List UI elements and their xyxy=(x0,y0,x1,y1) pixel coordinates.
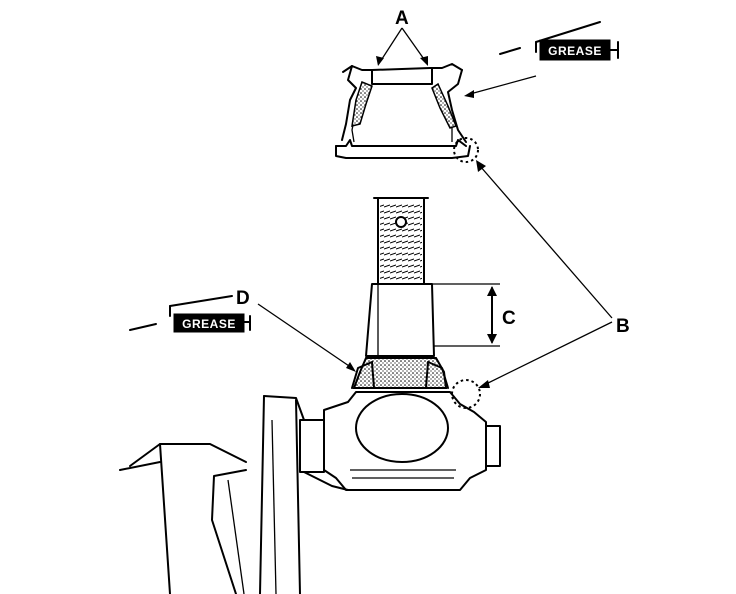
label-d: D xyxy=(236,288,250,309)
dust-boot xyxy=(335,63,471,159)
grease-tag-top: GREASE xyxy=(499,21,619,61)
label-b: B xyxy=(616,316,630,337)
knuckle-arm xyxy=(119,395,349,594)
grease-label-top: GREASE xyxy=(548,44,602,58)
grease-tag-left: GREASE xyxy=(129,295,251,333)
ball-joint-housing xyxy=(299,357,501,491)
grease-label-left: GREASE xyxy=(182,317,236,331)
boot-seal-lip-circle xyxy=(453,137,479,163)
label-c: C xyxy=(502,308,516,329)
label-a: A xyxy=(395,8,409,29)
ball-stud xyxy=(365,197,435,357)
housing-seal-circle xyxy=(451,379,481,409)
dimension-c xyxy=(432,283,500,347)
